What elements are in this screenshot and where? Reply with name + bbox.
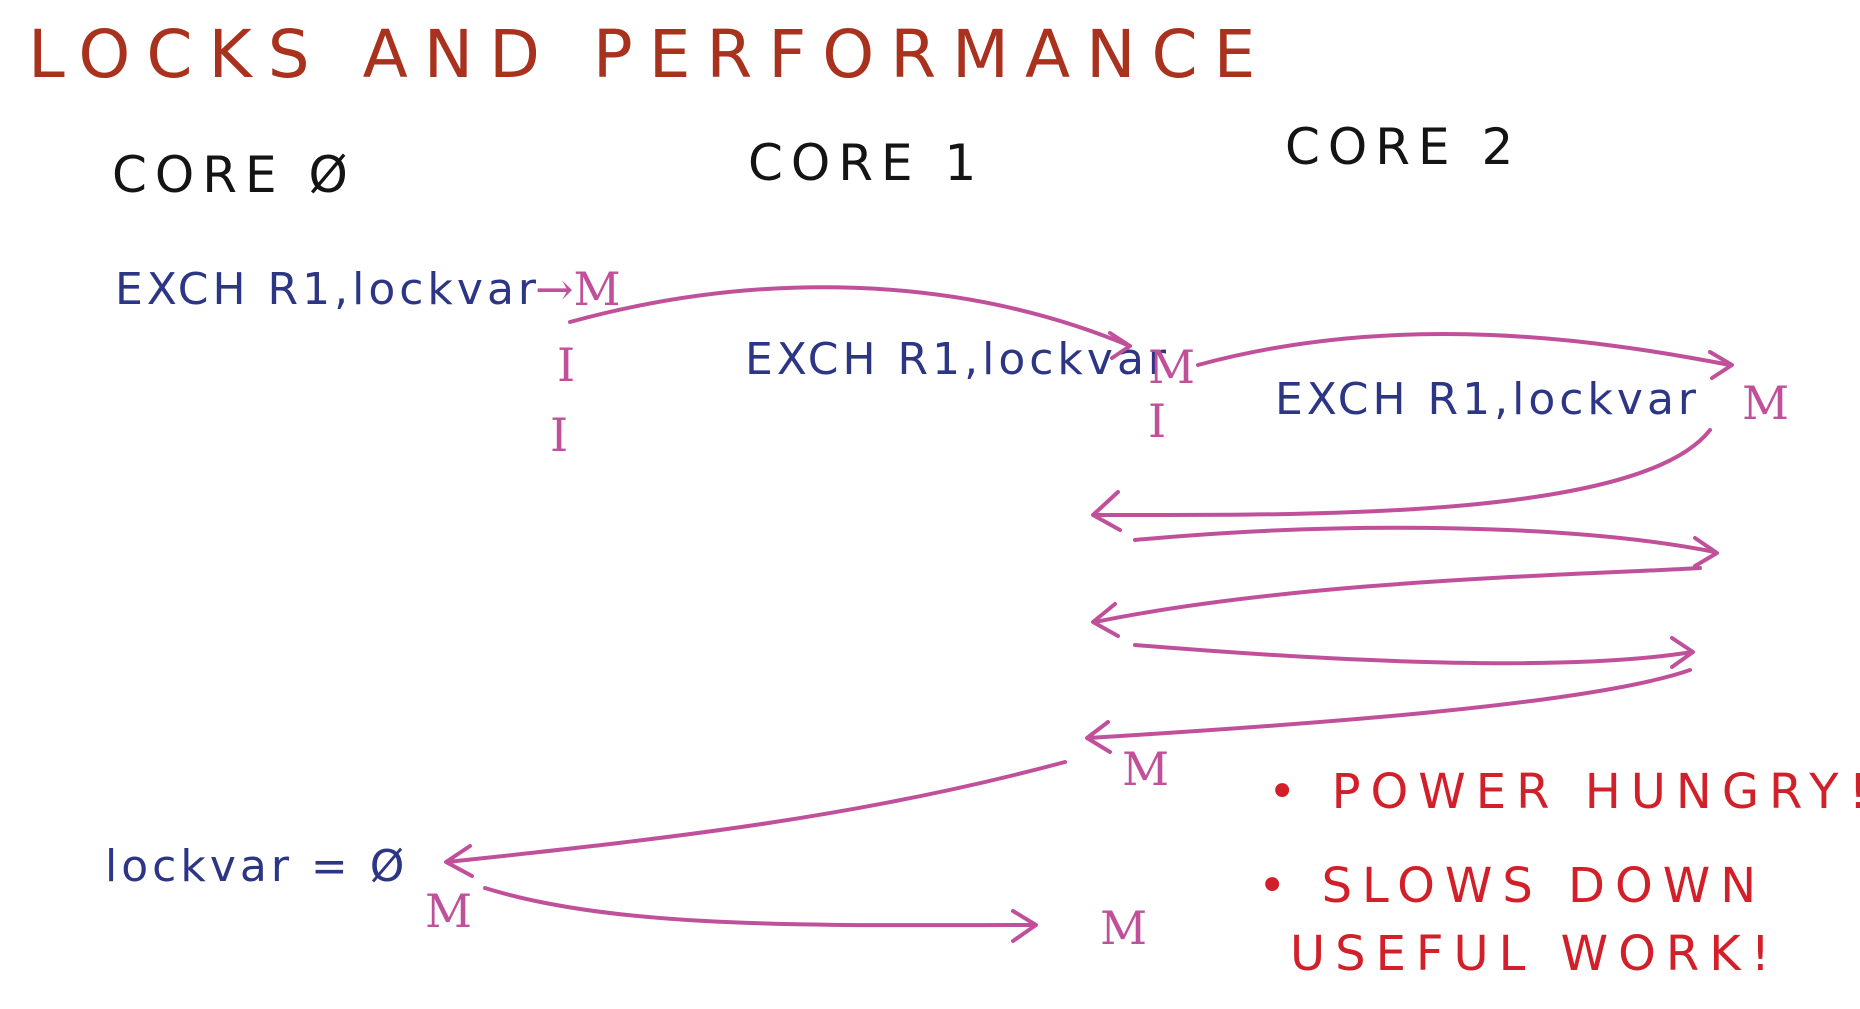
arrow-core0-to-core1 xyxy=(568,285,1132,360)
arrow-core1-to-core2 xyxy=(1196,332,1734,380)
note-slows-down: • SLOWS DOWN xyxy=(1258,858,1767,914)
core-1-state-modified: M xyxy=(1148,340,1196,394)
core-2-state-modified: M xyxy=(1742,376,1790,430)
core-0-label: CORE Ø xyxy=(112,146,356,204)
arrow-core0-to-core1-final xyxy=(483,886,1038,943)
core-2-label: CORE 2 xyxy=(1285,118,1522,176)
arrow-core1-to-core2-pingpong-1 xyxy=(1133,525,1719,568)
core-0-state-invalid-1: I xyxy=(557,338,576,392)
arrow-core2-to-core1-pingpong-3 xyxy=(1085,668,1692,754)
note-power-hungry: • POWER HUNGRY! xyxy=(1268,764,1860,820)
core-0-state-modified-top: →M xyxy=(535,262,621,316)
core-1-state-modified-final: M xyxy=(1100,901,1148,955)
arrow-core2-to-core1-pingpong-2 xyxy=(1091,566,1702,638)
note-useful-work: USEFUL WORK! xyxy=(1290,926,1780,982)
core-2-exch-instruction: EXCH R1,lockvar xyxy=(1275,374,1700,425)
slide-title: LOCKS AND PERFORMANCE xyxy=(28,16,1272,93)
arrow-core1-to-core2-pingpong-2 xyxy=(1133,636,1695,669)
core-1-label: CORE 1 xyxy=(748,134,985,192)
core-1-state-invalid: I xyxy=(1148,394,1167,448)
core-1-state-modified-bottom: M xyxy=(1122,742,1170,796)
core-1-exch-instruction: EXCH R1,lockvar xyxy=(745,334,1170,385)
arrow-core1-to-core0 xyxy=(444,760,1067,878)
core-0-state-modified-bottom: M xyxy=(425,884,473,938)
core-0-exch-instruction: EXCH R1,lockvar xyxy=(115,264,540,315)
core-0-lock-release: lockvar = Ø xyxy=(105,841,409,892)
core-0-state-invalid-2: I xyxy=(550,408,569,462)
arrow-core2-to-core1-pingpong-1 xyxy=(1091,428,1712,532)
